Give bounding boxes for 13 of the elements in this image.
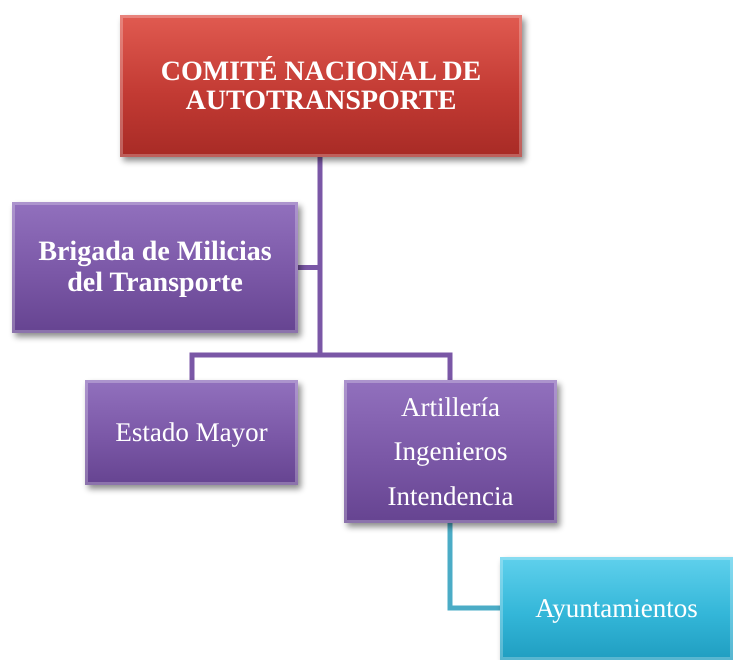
unit-box	[12, 202, 298, 333]
unit-box	[344, 380, 557, 523]
unit-name: Brigada de Milicias del Transporte	[37, 236, 273, 298]
unit-name: Artillería	[401, 390, 500, 424]
unit-box	[85, 380, 298, 485]
unit-name: Estado Mayor	[115, 416, 268, 449]
unit-name: Intendencia	[388, 480, 514, 513]
connector-line	[448, 523, 500, 610]
unit-box	[500, 557, 733, 660]
unit-name: Ingenieros	[394, 435, 508, 468]
unit-name: Ayuntamientos	[535, 592, 698, 625]
title-box	[120, 15, 522, 157]
unit-name: COMITÉ NACIONAL DE AUTOTRANSPORTE	[160, 56, 482, 116]
